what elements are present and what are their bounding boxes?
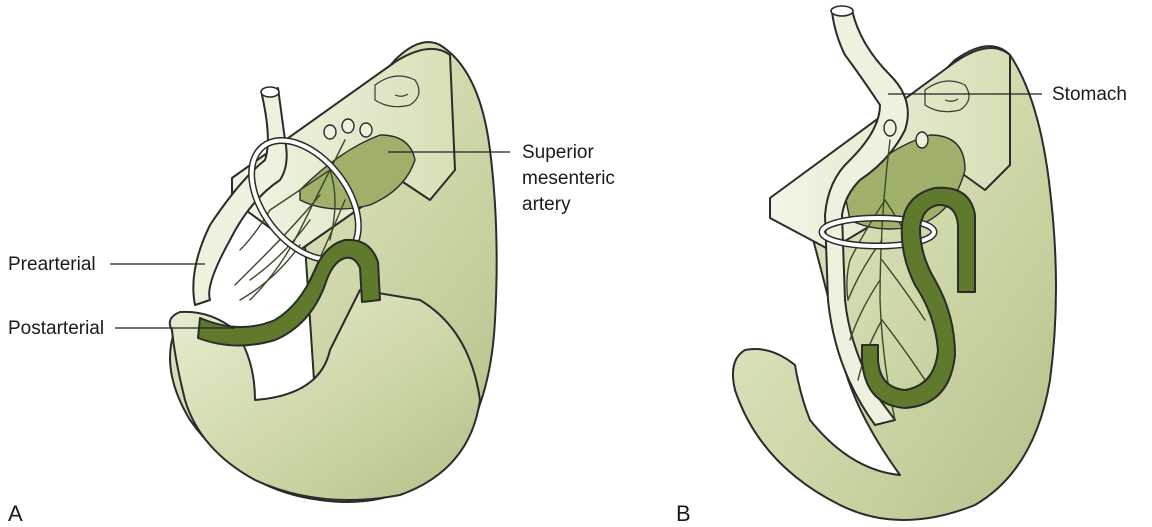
panel-a: Superior mesenteric artery Prearterial P… — [8, 42, 615, 526]
panel-b: Stomach B — [676, 6, 1127, 526]
panel-b-esophagus-lumen — [831, 6, 853, 16]
panel-letter-b: B — [676, 501, 691, 526]
panel-a-gut-lumen — [261, 87, 279, 97]
label-stomach: Stomach — [1052, 84, 1127, 105]
label-superior: Superior — [522, 142, 594, 163]
panel-letter-a: A — [8, 501, 23, 526]
label-postarterial: Postarterial — [8, 318, 104, 339]
label-artery: artery — [522, 194, 571, 215]
label-mesenteric: mesenteric — [522, 168, 615, 189]
label-prearterial: Prearterial — [8, 254, 96, 275]
